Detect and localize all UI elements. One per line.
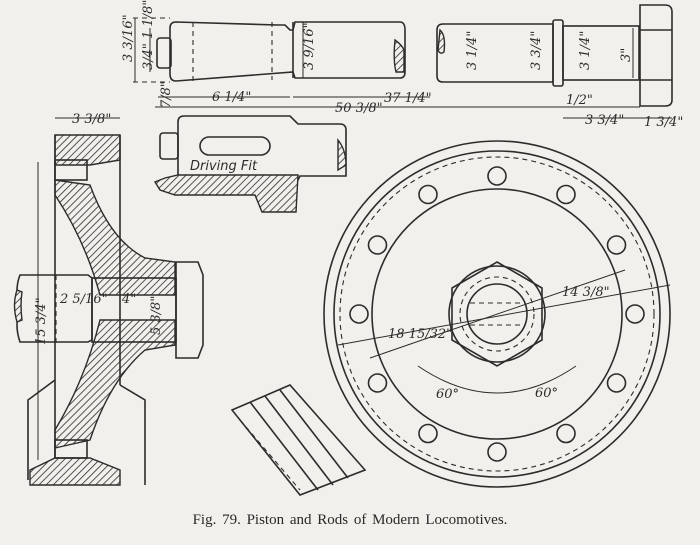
dim-step-dia: 3/4" 1 1/8"	[141, 0, 156, 70]
dim-collar: 7/8"	[159, 81, 174, 108]
driving-fit-label: Driving Fit	[190, 159, 258, 174]
crosshead-drawing: Driving Fit	[153, 115, 347, 213]
dim-body-dia: 3 1/4"	[465, 31, 480, 70]
dim-overall-length: 50 3/8"	[335, 101, 383, 116]
dim-rod-length: 37 1/4"	[384, 91, 432, 106]
bolt-hole	[556, 184, 576, 205]
dim-taper-length: 6 1/4"	[212, 90, 251, 105]
dim-fit-dia: 2 5/16"	[59, 292, 108, 307]
dim-thread-dia: 3"	[619, 48, 634, 62]
dim-thread-length: 3 3/4"	[585, 113, 624, 128]
bolt-hole	[556, 423, 576, 444]
dim-outer-dia: 18 15/32"	[388, 327, 452, 342]
rod-end-drawing: 3 1/4" 3 3/4" 3 1/4" 3" 1/2" 3 3/4" 1 3/…	[436, 4, 683, 130]
dim-collar-dia: 3 3/4"	[529, 31, 544, 70]
dim-width: 3 3/8"	[72, 112, 111, 127]
bolt-holes	[349, 166, 645, 462]
dim-bolt-circle: 14 3/8"	[562, 285, 610, 300]
piston-ring-fragment	[230, 384, 367, 496]
bolt-hole	[367, 235, 388, 255]
dim-angle-right: 60°	[535, 386, 558, 401]
dim-hub-length: 4"	[121, 292, 136, 307]
dim-neck-dia: 3 1/4"	[578, 31, 593, 70]
piston-face-drawing: 18 15/32" 14 3/8" 60° 60°	[323, 140, 671, 488]
bolt-hole	[606, 235, 627, 255]
dim-end-dia: 3 3/16"	[121, 14, 136, 62]
dim-nut-length: 1 3/4"	[644, 115, 683, 130]
bolt-hole	[418, 184, 438, 205]
bolt-hole	[487, 442, 507, 462]
piston-section-drawing: 3 3/8" 15 3/4" 2 5/16" 4" 5 3/8"	[13, 112, 204, 486]
bolt-hole	[487, 166, 507, 186]
bolt-hole	[625, 304, 645, 324]
dim-hub-dia: 5 3/8"	[149, 296, 164, 335]
dim-rod-dia: 3 9/16"	[302, 22, 317, 70]
dim-depth: 15 3/4"	[34, 297, 49, 345]
figure-caption: Fig. 79. Piston and Rods of Modern Locom…	[192, 512, 508, 528]
bolt-hole	[606, 373, 627, 393]
piston-rod-drawing: 3 3/16" 3/4" 1 1/8" 7/8" 6 1/4" 3 9/16" …	[121, 0, 640, 116]
bolt-hole	[418, 423, 438, 444]
bolt-hole	[367, 373, 388, 393]
bolt-hole	[349, 304, 369, 324]
dim-shoulder: 1/2"	[566, 93, 593, 108]
dim-angle-left: 60°	[436, 387, 459, 402]
